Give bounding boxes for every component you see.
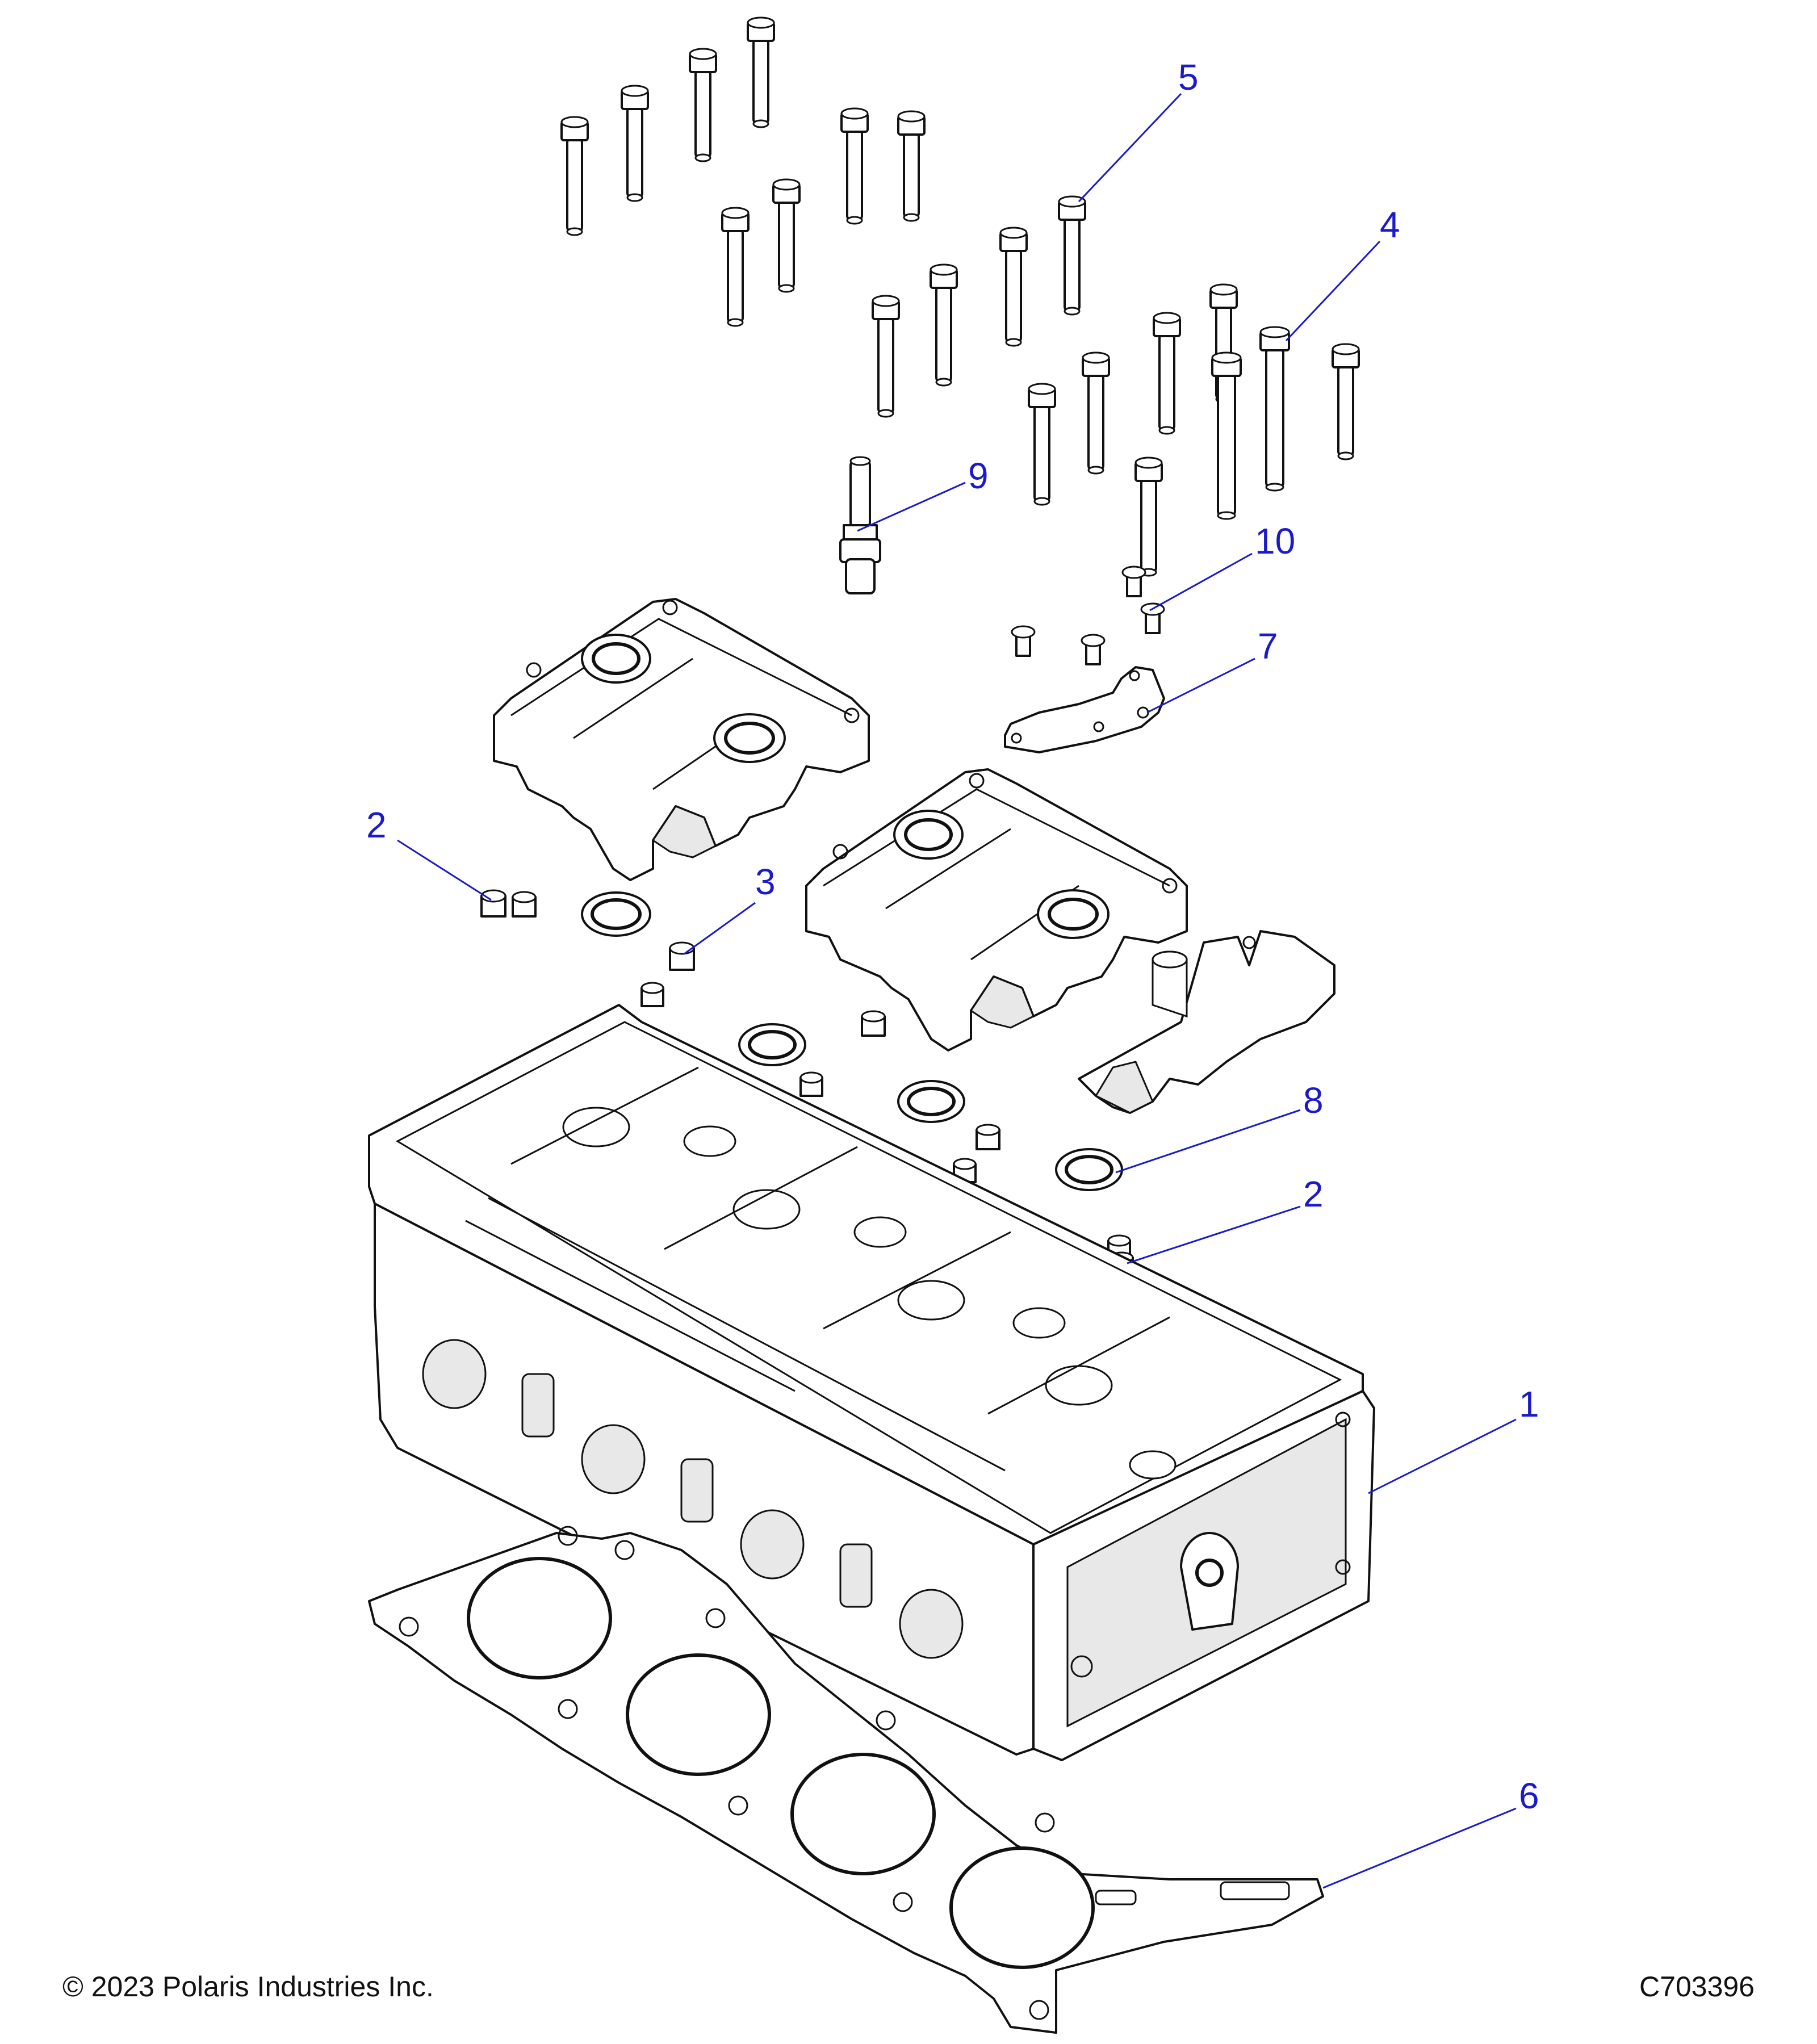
leader-lines bbox=[397, 93, 1517, 1889]
leader-5 bbox=[1078, 93, 1182, 203]
head-bolt bbox=[1058, 195, 1086, 316]
head-bolt bbox=[621, 85, 649, 202]
leader-2b bbox=[1127, 1205, 1301, 1264]
head-bolt bbox=[1028, 383, 1056, 506]
leader-3 bbox=[684, 902, 756, 955]
bushing bbox=[669, 941, 695, 971]
leader-1 bbox=[1368, 1418, 1517, 1494]
callout-8: 8 bbox=[1303, 1080, 1324, 1121]
leader-7 bbox=[1146, 657, 1255, 714]
head-bolt bbox=[721, 207, 750, 327]
seal-ring bbox=[738, 1023, 806, 1066]
figure-id: C703396 bbox=[1639, 1971, 1755, 2003]
bushing bbox=[861, 1010, 886, 1037]
head-bolt bbox=[999, 227, 1028, 347]
bushing bbox=[976, 1124, 1000, 1150]
callout-2-lower: 2 bbox=[1303, 1174, 1324, 1214]
head-bolt bbox=[747, 16, 775, 128]
head-bolt bbox=[1153, 312, 1181, 435]
bushing bbox=[953, 1158, 977, 1183]
head-bolt bbox=[1082, 351, 1110, 475]
head-bolt bbox=[560, 116, 589, 236]
head-bolt bbox=[872, 295, 900, 418]
small-screw bbox=[1081, 634, 1106, 665]
small-screw-group bbox=[1011, 566, 1165, 665]
bushing-group bbox=[480, 889, 1134, 1277]
bushing bbox=[640, 982, 664, 1007]
seal-ring-group bbox=[581, 891, 1123, 1191]
callout-labels: 5 4 9 10 7 2 3 8 2 1 6 bbox=[366, 57, 1539, 1816]
head-bolt bbox=[897, 110, 926, 222]
callout-6: 6 bbox=[1519, 1775, 1539, 1816]
seal-ring bbox=[1055, 1148, 1123, 1191]
callout-7: 7 bbox=[1258, 626, 1278, 667]
bushing bbox=[480, 889, 506, 918]
bushing bbox=[799, 1071, 823, 1097]
leader-4 bbox=[1285, 240, 1381, 342]
head-bolt bbox=[930, 263, 958, 387]
leader-2a bbox=[397, 839, 492, 901]
head-bolt bbox=[772, 178, 801, 293]
leader-8 bbox=[1115, 1109, 1301, 1174]
leader-9 bbox=[857, 481, 966, 532]
small-screw bbox=[1121, 566, 1146, 597]
callout-2-upper: 2 bbox=[366, 805, 387, 845]
head-bolt bbox=[1134, 456, 1163, 577]
callout-9: 9 bbox=[968, 455, 989, 496]
head-bolt bbox=[840, 107, 869, 225]
leader-6 bbox=[1322, 1807, 1517, 1889]
head-gasket-6 bbox=[368, 1526, 1324, 2034]
cam-bridge-right bbox=[1078, 930, 1335, 1114]
head-bolt bbox=[689, 48, 717, 162]
cam-carrier-upper bbox=[493, 598, 870, 881]
bushing bbox=[512, 891, 537, 918]
callout-1: 1 bbox=[1519, 1384, 1539, 1425]
callout-10: 10 bbox=[1255, 521, 1295, 562]
head-bolt bbox=[1211, 351, 1242, 520]
callout-4: 4 bbox=[1380, 204, 1400, 245]
bracket-plate-7 bbox=[1004, 666, 1165, 753]
stud-part-9 bbox=[839, 456, 881, 594]
callout-3: 3 bbox=[755, 861, 776, 902]
seal-ring bbox=[897, 1080, 965, 1123]
callout-5: 5 bbox=[1178, 57, 1199, 98]
head-bolt bbox=[1332, 343, 1360, 460]
cam-carrier-middle bbox=[805, 768, 1188, 1052]
cylinder-head-1 bbox=[368, 1004, 1375, 1761]
seal-ring bbox=[581, 891, 651, 937]
head-bolt bbox=[1259, 326, 1290, 492]
leader-10 bbox=[1149, 552, 1253, 611]
copyright-notice: © 2023 Polaris Industries Inc. bbox=[62, 1971, 434, 2003]
small-screw bbox=[1011, 625, 1036, 657]
head-bolt-group bbox=[560, 16, 1360, 577]
